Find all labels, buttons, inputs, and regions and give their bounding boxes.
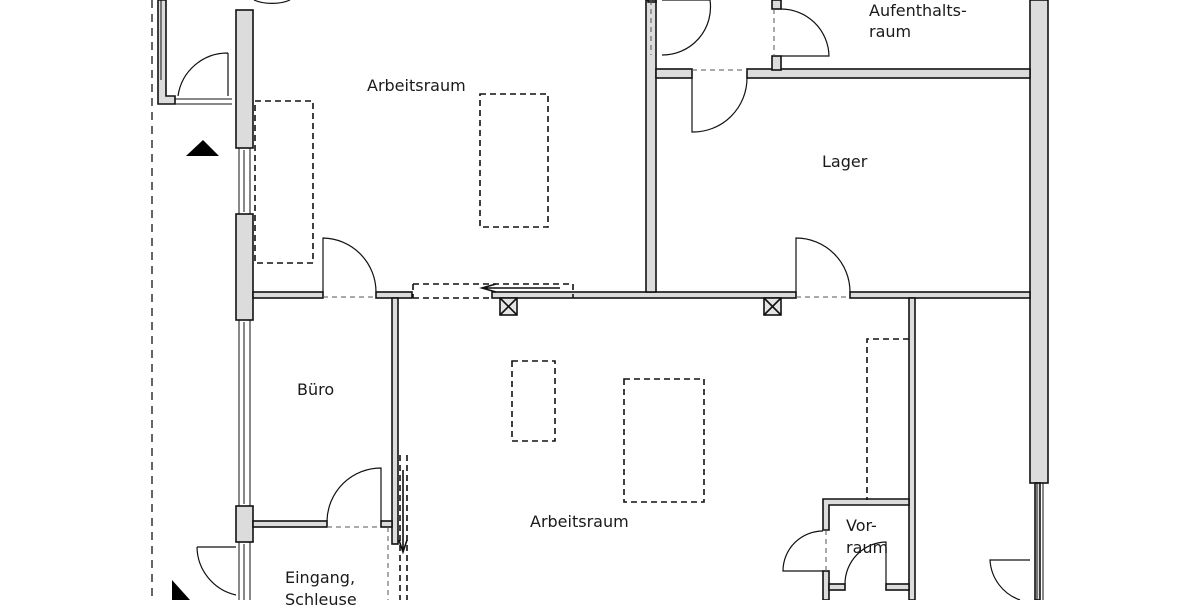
room-label-arbeitsraum-1: Arbeitsraum [367, 76, 466, 95]
room-label-eingang-1: Eingang, [285, 568, 356, 587]
room-label-aufenthaltsraum-2: raum [869, 22, 912, 41]
wall-mid-horizontal-left [252, 291, 324, 299]
wall-mid-horizontal-2 [375, 291, 413, 299]
wall-buero-bottom-2 [380, 520, 393, 528]
wall-lager-top-2 [746, 68, 1031, 79]
wall-right-room [908, 297, 916, 600]
entrance-arrow-up-icon [186, 140, 219, 156]
door-swing-arbeitsraum [322, 237, 377, 293]
wall-vorraum-bottom-2 [885, 583, 910, 591]
wall-top-small-3 [771, 55, 782, 71]
room-label-arbeitsraum-2: Arbeitsraum [530, 512, 629, 531]
window-left-1 [238, 148, 251, 214]
furniture-outline-2 [479, 93, 549, 228]
wall-vorraum-bottom-1 [828, 583, 846, 591]
wall-left-bottom [235, 505, 254, 543]
room-label-vorraum-2: raum [846, 538, 889, 557]
door-swing-entrance [196, 546, 237, 596]
room-label-buero: Büro [297, 380, 335, 399]
door-swing-vorraum-outer [782, 530, 824, 572]
window-right [1036, 483, 1044, 600]
window-left-3 [238, 542, 251, 600]
wall-top-small-1 [647, 0, 657, 3]
wall-vestibule-corner [157, 0, 176, 105]
wall-left-mid [235, 213, 254, 321]
furniture-outline-5 [866, 338, 909, 500]
window-left-2 [238, 320, 251, 506]
door-swing-lager-bottom [795, 237, 851, 293]
room-label-vorraum-1: Vor- [846, 516, 877, 535]
wall-lager-top-1 [655, 68, 693, 79]
door-swing-top-1 [661, 0, 712, 56]
door-swing-lager-top [691, 77, 748, 133]
sliding-arrow-horizontal-icon [479, 283, 560, 293]
room-label-eingang-2: Schleuse [285, 590, 357, 609]
window-vestibule [160, 0, 167, 80]
wall-buero-bottom-1 [252, 520, 328, 528]
sliding-door-track [412, 283, 574, 299]
wall-buero-right [391, 297, 399, 545]
door-swing-vorraum-inner [844, 541, 887, 585]
wall-vorraum-left-lower [822, 570, 830, 600]
door-swing-aufenthalt [780, 8, 830, 57]
wall-right-outer [1029, 0, 1049, 484]
door-swing-right [989, 559, 1030, 600]
wall-top-small-2 [771, 0, 782, 10]
furniture-outline-1 [254, 100, 314, 264]
wall-arbeitsraum-lager [645, 0, 657, 293]
shaft-cross-icon [499, 297, 518, 316]
entrance-arrow-right-icon [172, 580, 190, 600]
wall-mid-horizontal-4 [849, 291, 1031, 299]
sliding-door-track-vertical [399, 455, 408, 600]
furniture-outline-3 [511, 360, 556, 442]
wall-mid-horizontal-3 [491, 291, 797, 299]
room-label-lager: Lager [822, 152, 868, 171]
sliding-arrow-vertical-icon [398, 470, 408, 555]
door-swing-top-2 [253, 0, 291, 4]
window-vestibule-bottom [175, 98, 232, 105]
wall-vorraum [822, 498, 910, 531]
door-swing-buero [326, 467, 382, 522]
shaft-cross-icon [763, 297, 782, 316]
wall-left-top [235, 9, 254, 149]
furniture-outline-4 [623, 378, 705, 503]
door-swing-vestibule [177, 52, 229, 97]
room-label-aufenthaltsraum-1: Aufenthalts- [869, 1, 967, 20]
